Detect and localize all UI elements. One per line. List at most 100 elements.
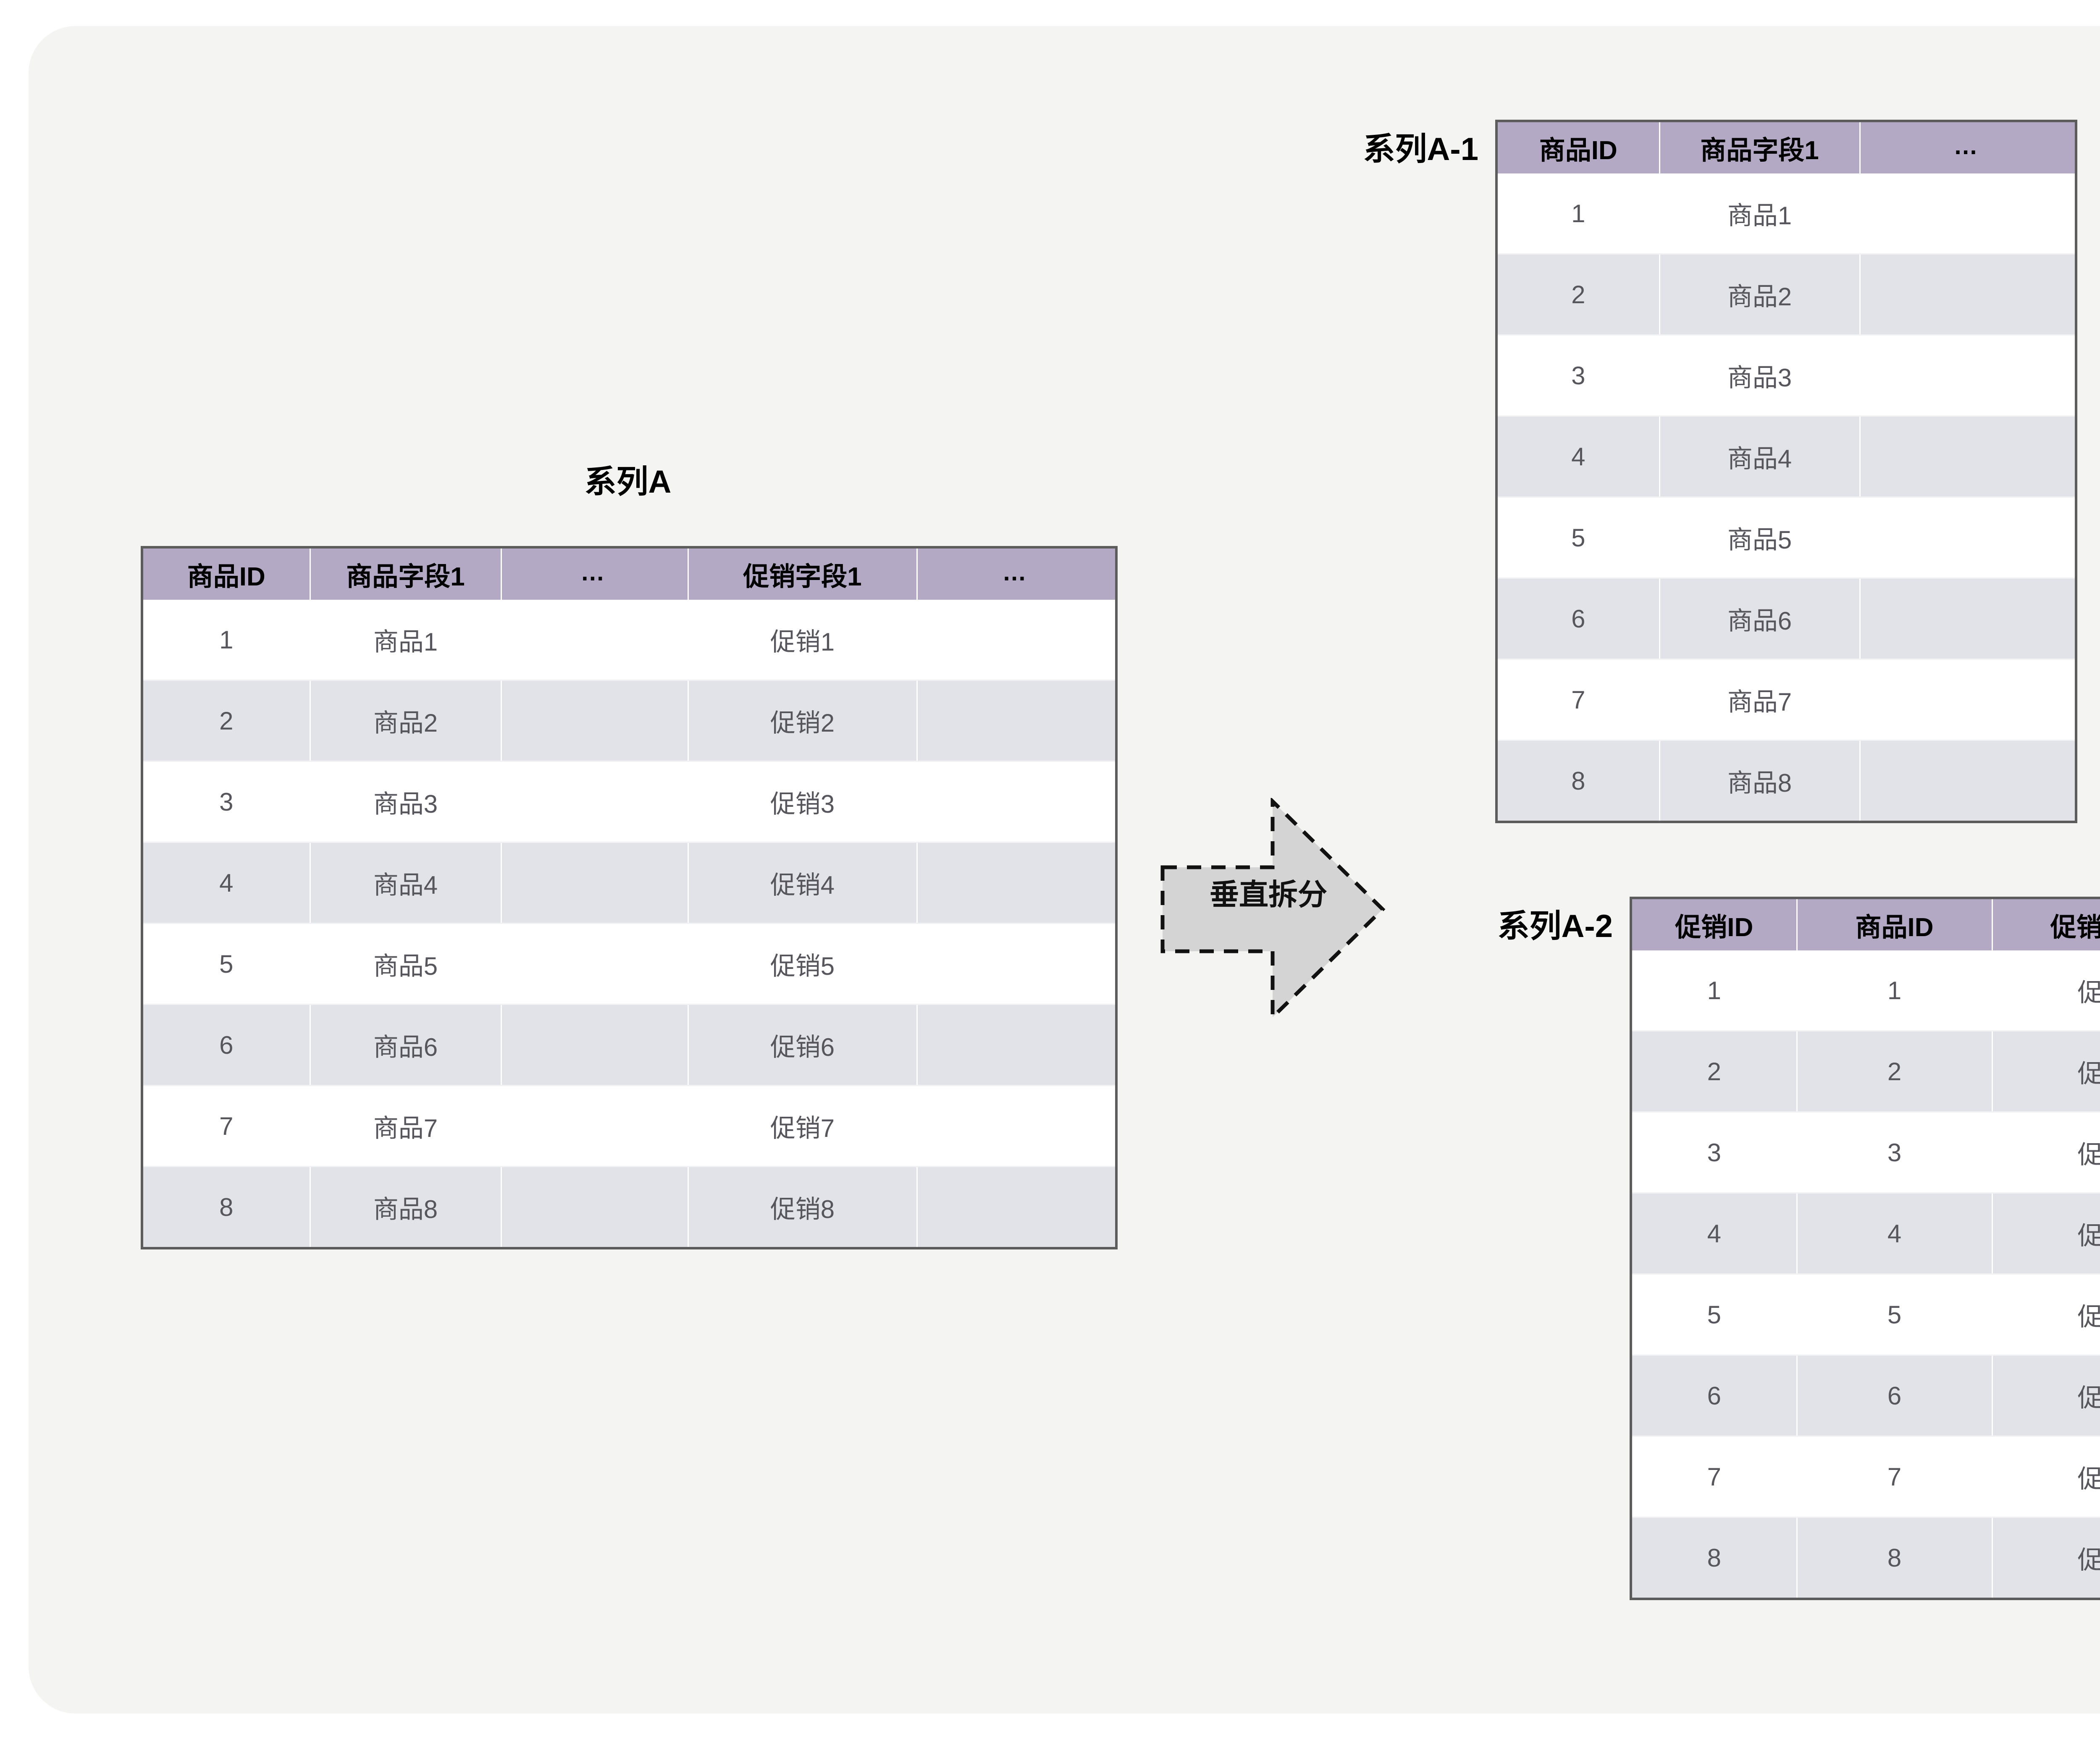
table-cell: 促销8 [1992,1517,2100,1599]
column-header: 商品ID [1797,898,1993,950]
column-header: 商品ID [142,547,311,600]
column-header-ellipsis: … [1860,121,2076,173]
table-cell: 商品3 [310,761,502,843]
table-cell: 促销1 [1992,950,2100,1031]
table-cell: 商品7 [1659,659,1861,741]
table-cell: 2 [1797,1031,1993,1113]
table-cell: 5 [1631,1274,1798,1356]
table-cell: 1 [1631,950,1798,1031]
table-cell: 3 [142,761,311,843]
column-header: 商品ID [1496,121,1660,173]
split-a2-title: 系列A-2 [1497,908,1613,944]
table-cell: 4 [142,842,311,924]
table-header-row: 商品ID 商品字段1 … 促销字段1 … [142,547,1116,600]
table-cell [501,923,689,1005]
column-header: 商品字段1 [310,547,502,600]
table-cell [917,1004,1116,1086]
table-row: 11促销1 [1631,950,2100,1031]
table-cell: 2 [1496,254,1660,336]
table-cell [917,761,1116,843]
table-cell: 商品2 [310,680,502,762]
table-cell: 商品8 [310,1166,502,1248]
table-cell [917,842,1116,924]
table-cell: 促销3 [1992,1112,2100,1194]
table-cell: 4 [1797,1193,1993,1275]
table-row: 88促销8 [1631,1517,2100,1599]
table-cell: 商品2 [1659,254,1861,336]
table-cell: 商品3 [1659,335,1861,417]
table-cell: 促销1 [688,600,918,681]
table-cell [917,600,1116,681]
table-cell: 6 [1631,1355,1798,1437]
table-row: 55促销5 [1631,1274,2100,1356]
table-cell: 商品5 [310,923,502,1005]
table-cell: 8 [1631,1517,1798,1599]
table-cell: 商品4 [310,842,502,924]
table-cell: 促销5 [1992,1274,2100,1356]
table-cell: 8 [142,1166,311,1248]
column-header: 商品字段1 [1659,121,1861,173]
table-cell: 商品6 [1659,578,1861,660]
table-cell: 商品7 [310,1085,502,1167]
table-cell: 促销2 [1992,1031,2100,1113]
table-cell [917,923,1116,1005]
table-cell [501,680,689,762]
table-cell: 商品5 [1659,497,1861,579]
table-cell [501,761,689,843]
table-cell: 6 [1496,578,1660,660]
column-header: 促销ID [1631,898,1798,950]
table-cell: 5 [1797,1274,1993,1356]
table-cell [1860,659,2076,741]
table-cell [501,1085,689,1167]
split-a2-table: 促销ID 商品ID 促销字段1 … 11促销122促销233促销344促销455… [1630,897,2100,1600]
table-cell: 1 [142,600,311,681]
table-row: 66促销6 [1631,1355,2100,1437]
table-cell [1860,335,2076,417]
table-cell: 促销4 [688,842,918,924]
table-row: 44促销4 [1631,1193,2100,1275]
table-cell: 3 [1631,1112,1798,1194]
table-cell [501,600,689,681]
table-cell: 1 [1496,173,1660,255]
table-cell: 7 [142,1085,311,1167]
table-cell: 促销7 [688,1085,918,1167]
table-header-row: 商品ID 商品字段1 … [1496,121,2076,173]
table-cell [1860,254,2076,336]
table-cell: 6 [142,1004,311,1086]
table-cell: 商品8 [1659,740,1861,822]
table-cell: 4 [1631,1193,1798,1275]
table-cell: 2 [1631,1031,1798,1113]
table-cell: 3 [1496,335,1660,417]
table-cell: 促销4 [1992,1193,2100,1275]
table-cell: 商品1 [1659,173,1861,255]
table-cell [501,1004,689,1086]
table-cell: 促销3 [688,761,918,843]
column-header-ellipsis: … [501,547,689,600]
table-cell: 3 [1797,1112,1993,1194]
table-cell: 2 [142,680,311,762]
table-cell: 8 [1797,1517,1993,1599]
table-cell: 8 [1496,740,1660,822]
table-cell: 1 [1797,950,1993,1031]
table-cell [917,680,1116,762]
table-cell: 商品4 [1659,416,1861,498]
table-cell: 7 [1797,1436,1993,1518]
table-row: 22促销2 [1631,1031,2100,1113]
table-cell [1860,497,2076,579]
table-header-row: 促销ID 商品ID 促销字段1 … [1631,898,2100,950]
